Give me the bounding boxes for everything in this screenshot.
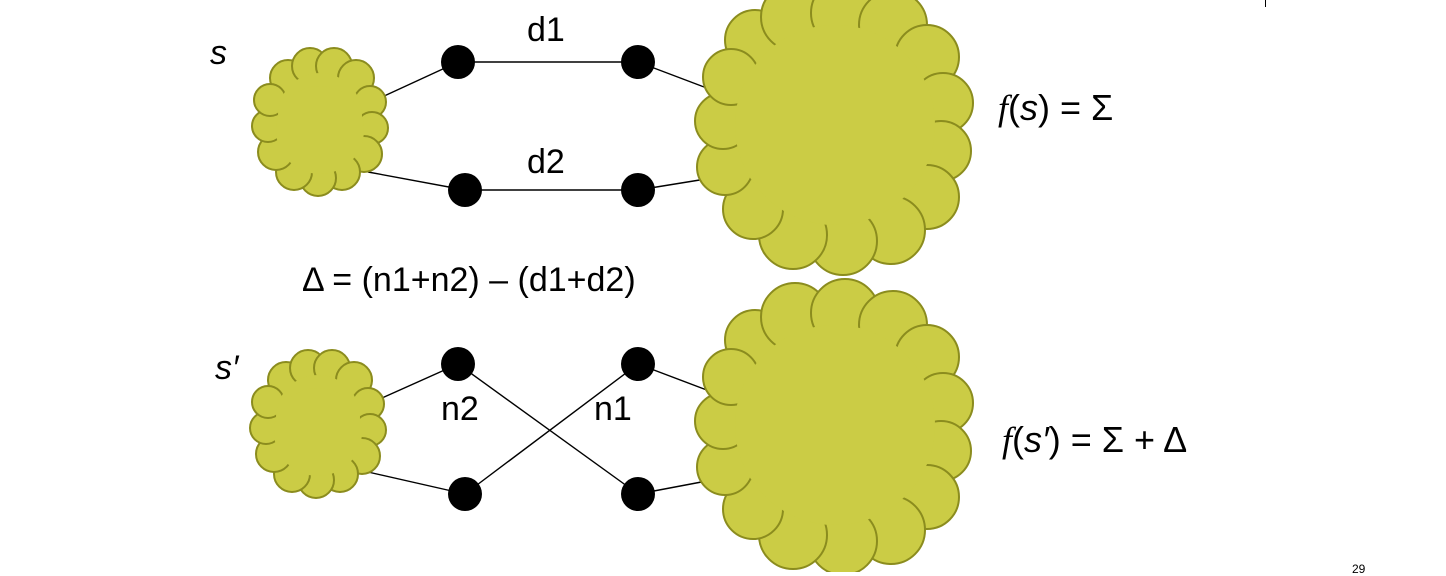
cost-f-s: f(s) = Σ (998, 87, 1113, 128)
edge-n2-label: n2 (441, 390, 479, 428)
node-bottom-left (448, 173, 482, 207)
edge-n2 (457, 363, 639, 495)
delta-formula: Δ = (n1+n2) – (d1+d2) (302, 261, 636, 299)
state-s-label: s (210, 34, 227, 72)
state-s-prime-group: s′ n2 n1 f(s′) = Σ + Δ (215, 278, 1187, 572)
slide-edge-mark (1265, 0, 1266, 7)
state-s-group: s d1 d2 f(s) = Σ (210, 0, 1113, 276)
node-top-right-2 (621, 347, 655, 381)
page-number: 29 (1352, 562, 1366, 576)
edge-n1-label: n1 (594, 390, 632, 428)
state-s-prime-label: s′ (215, 349, 240, 387)
edge-d2-label: d2 (527, 143, 565, 181)
node-top-left-2 (441, 347, 475, 381)
cost-f-s-prime: f(s′) = Σ + Δ (1002, 419, 1187, 460)
node-bottom-left-2 (448, 477, 482, 511)
node-top-left (441, 45, 475, 79)
node-top-right (621, 45, 655, 79)
node-bottom-right (621, 173, 655, 207)
edge-d1-label: d1 (527, 11, 565, 49)
edge-n1 (464, 363, 639, 495)
node-bottom-right-2 (621, 477, 655, 511)
